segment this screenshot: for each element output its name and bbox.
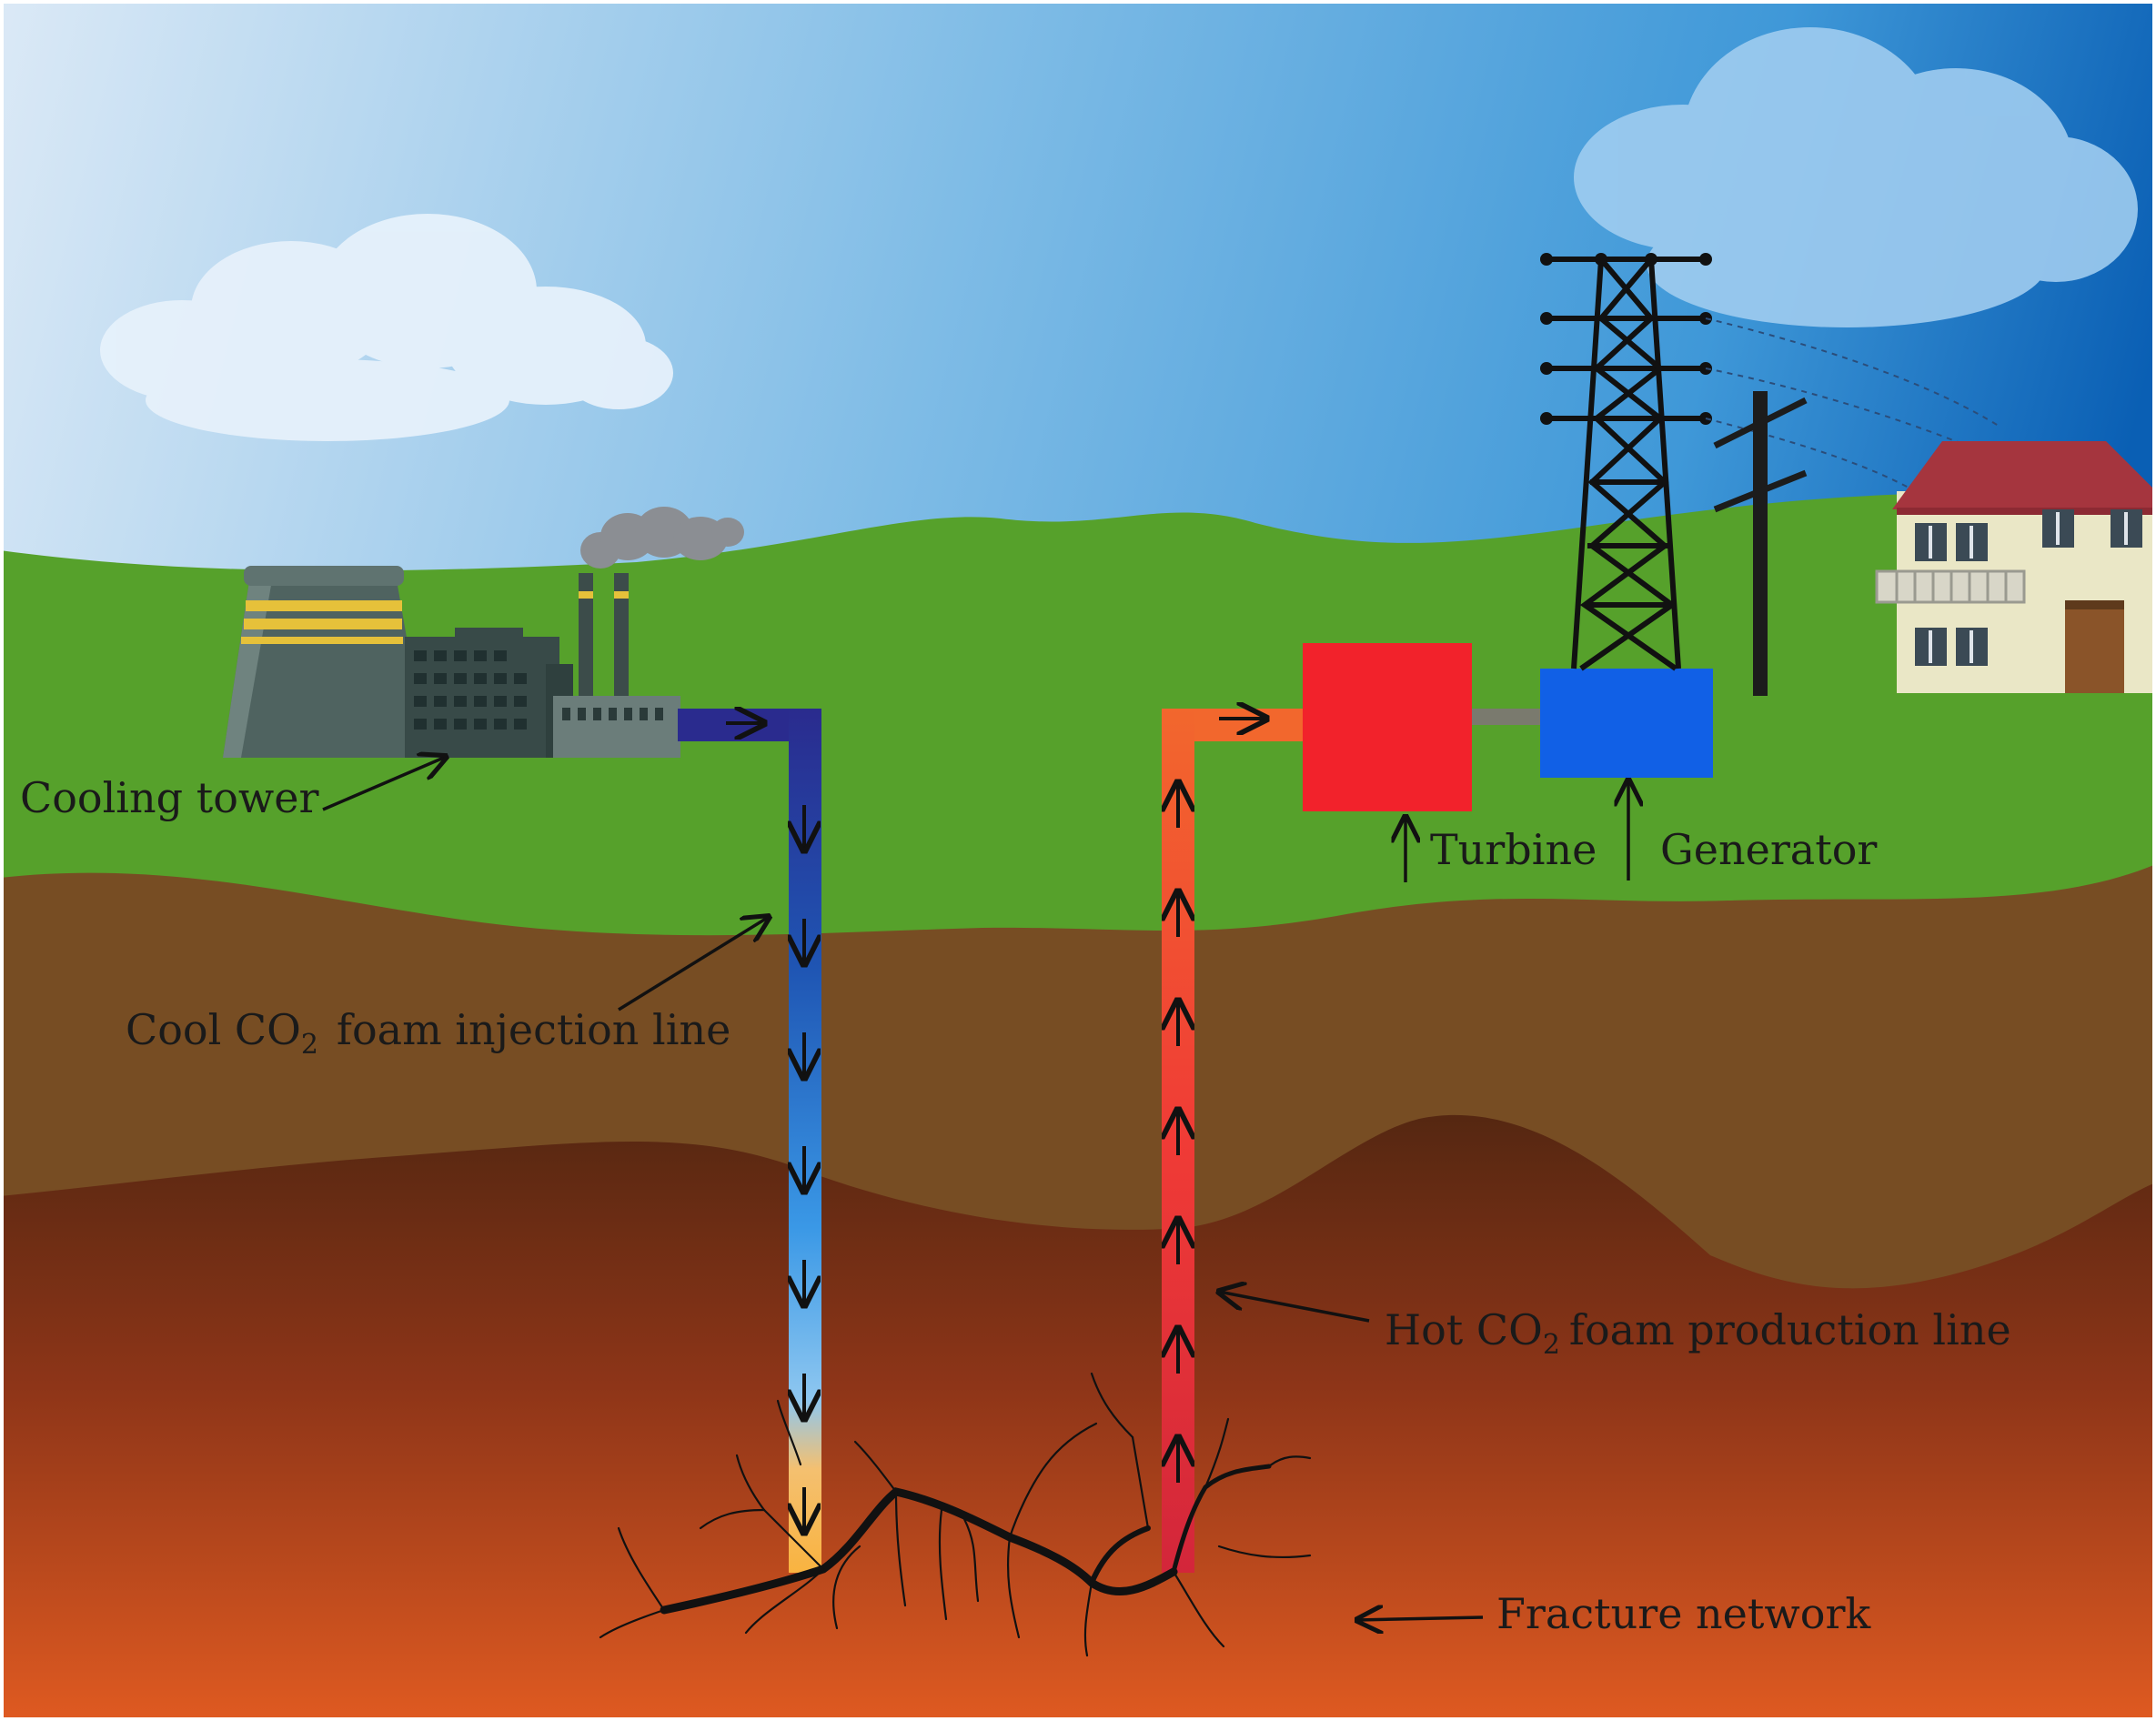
house-icon (1875, 441, 2156, 693)
turbine-label: Turbine (1430, 825, 1597, 874)
production-flow-arrows (1178, 719, 1266, 1483)
shaft (1472, 709, 1540, 725)
fracture-network (599, 1372, 1312, 1657)
production-line-pointer (1219, 1292, 1370, 1323)
grass-layer (0, 491, 2156, 1001)
transmission-tower-icon (1546, 257, 1706, 671)
injection-line-pointer (618, 917, 769, 1011)
fracture-network-label: Fracture network (1496, 1589, 1871, 1638)
cooling-tower-pointer (322, 757, 446, 811)
cooling-tower-label: Cooling tower (20, 773, 318, 822)
injection-flow-arrows (726, 723, 804, 1533)
cloud-left-icon (100, 214, 673, 441)
cloud-right-icon (1574, 27, 2138, 327)
production-pipe (1162, 709, 1303, 1573)
fracture-network-pointer (1357, 1617, 1484, 1620)
utility-pole-icon (1713, 391, 1808, 696)
generator-block (1540, 669, 1713, 778)
pointer-arrows (322, 757, 1628, 1620)
power-plant-icon (223, 507, 744, 758)
generator-label: Generator (1660, 825, 1877, 874)
insulator-dots (1540, 253, 1712, 425)
turbine-block (1303, 643, 1472, 811)
soil-deep-layer (0, 1114, 2156, 1721)
